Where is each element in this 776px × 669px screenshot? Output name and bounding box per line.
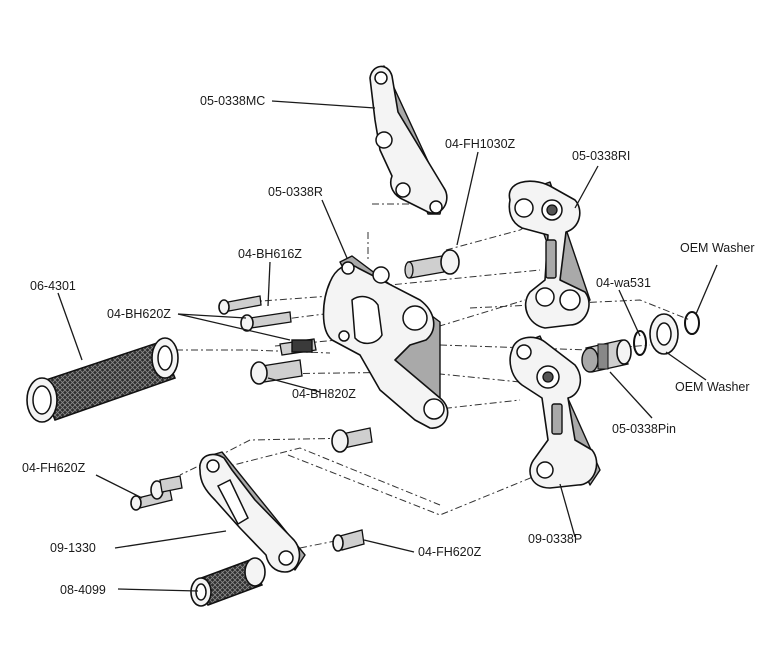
fh1030-bolt-part [404, 249, 460, 279]
label-09-0338p: 09-0338P [528, 532, 582, 546]
label-04-bh616z: 04-BH616Z [238, 247, 302, 261]
wa531-washer-part [633, 330, 647, 356]
tip-rubber-part [190, 557, 266, 607]
shift-lever-part [199, 451, 306, 573]
label-04-bh820z: 04-BH820Z [292, 387, 356, 401]
label-05-0338r: 05-0338R [268, 185, 323, 199]
label-04-fh620z-bottom: 04-FH620Z [418, 545, 482, 559]
label-09-1330: 09-1330 [50, 541, 96, 555]
mc-bracket-part [369, 65, 448, 215]
bh620-bolt-upper-part [240, 311, 292, 332]
label-oem-washer-bottom: OEM Washer [675, 380, 750, 394]
r-bracket-part [322, 255, 449, 429]
label-05-0338pin: 05-0338Pin [612, 422, 676, 436]
label-oem-washer-top: OEM Washer [680, 241, 755, 255]
bh820-bolt-lower-part [331, 427, 373, 453]
pedal-part [509, 335, 601, 489]
fh620-bottom-bolt-part [332, 529, 365, 552]
label-04-bh620z: 04-BH620Z [107, 307, 171, 321]
bh620-bolt-lower-part [279, 338, 317, 356]
oem-washer-top-part [684, 311, 700, 335]
label-08-4099: 08-4099 [60, 583, 106, 597]
ri-bracket-part [508, 180, 591, 329]
label-05-0338ri: 05-0338RI [572, 149, 630, 163]
label-06-4301: 06-4301 [30, 279, 76, 293]
foot-peg-rubber-part [26, 337, 179, 423]
oem-washer-bottom-part [649, 313, 679, 355]
pivot-pin-part [581, 339, 632, 373]
label-04-wa531: 04-wa531 [596, 276, 651, 290]
label-04-fh620z-left: 04-FH620Z [22, 461, 86, 475]
label-05-0338mc: 05-0338MC [200, 94, 265, 108]
bh616-bolt-part [218, 295, 262, 315]
label-04-fh1030z: 04-FH1030Z [445, 137, 516, 151]
bh820-bolt-part [250, 359, 303, 385]
leader-lines [57, 100, 718, 592]
part-labels: 05-0338MC 04-FH1030Z 05-0338RI 05-0338R … [22, 94, 755, 597]
fh620-left-bolt-part [130, 475, 183, 511]
